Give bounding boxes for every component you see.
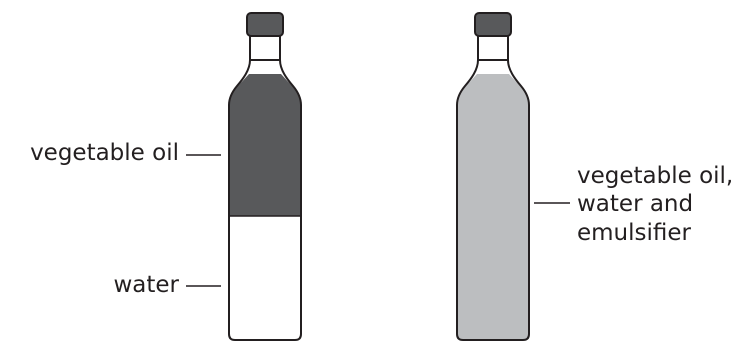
label-emulsion-line1: vegetable oil, (577, 163, 733, 189)
emulsion-layer (457, 74, 529, 340)
left-bottle-cap (247, 13, 283, 36)
right-bottle-cap (475, 13, 511, 36)
label-vegetable-oil: vegetable oil (30, 140, 179, 166)
label-water: water (113, 272, 179, 298)
right-bottle (457, 13, 529, 340)
left-bottle (229, 13, 301, 340)
water-layer (229, 216, 301, 340)
label-emulsion-line3: emulsifier (577, 220, 692, 246)
label-emulsion-line2: water and (577, 191, 693, 217)
oil-layer (229, 74, 301, 216)
